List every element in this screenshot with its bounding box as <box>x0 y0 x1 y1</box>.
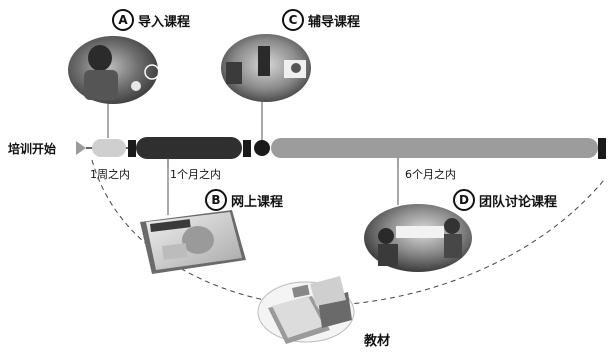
stage-a-badge: A <box>112 9 134 31</box>
segment-six-months <box>271 138 598 158</box>
start-arrow-icon <box>76 141 86 155</box>
segment-divider <box>128 140 136 157</box>
online-course-screen <box>140 210 246 274</box>
segment-end-cap <box>598 138 606 159</box>
stage-d-label: D 团队讨论课程 <box>453 189 557 211</box>
start-label: 培训开始 <box>8 142 57 156</box>
segment-week <box>92 139 126 157</box>
coaching-marker <box>254 140 270 156</box>
stage-b-badge: B <box>205 189 227 211</box>
stage-d-badge: D <box>453 189 475 211</box>
team-discussion-photo <box>364 204 472 272</box>
stage-a-label: A 导入课程 <box>112 9 190 31</box>
segment-month <box>136 137 242 159</box>
stage-c-badge: C <box>282 9 304 31</box>
duration-month: 1个月之内 <box>170 168 221 181</box>
stage-b-label: B 网上课程 <box>205 189 283 211</box>
stage-b-title: 网上课程 <box>231 194 284 210</box>
duration-six-months: 6个月之内 <box>405 168 456 181</box>
stage-a-title: 导入课程 <box>138 14 191 30</box>
materials-books-image <box>257 276 355 344</box>
materials-dashed-curve <box>91 159 605 306</box>
duration-week: 1周之内 <box>90 168 130 181</box>
stage-c-title: 辅导课程 <box>308 14 361 30</box>
coaching-course-photo <box>221 34 311 102</box>
timeline-bar <box>86 137 606 159</box>
materials-label: 教材 <box>364 334 391 349</box>
stage-c-label: C 辅导课程 <box>282 9 360 31</box>
segment-divider <box>243 140 251 157</box>
stage-d-title: 团队讨论课程 <box>479 194 558 210</box>
intro-course-photo <box>68 36 160 104</box>
